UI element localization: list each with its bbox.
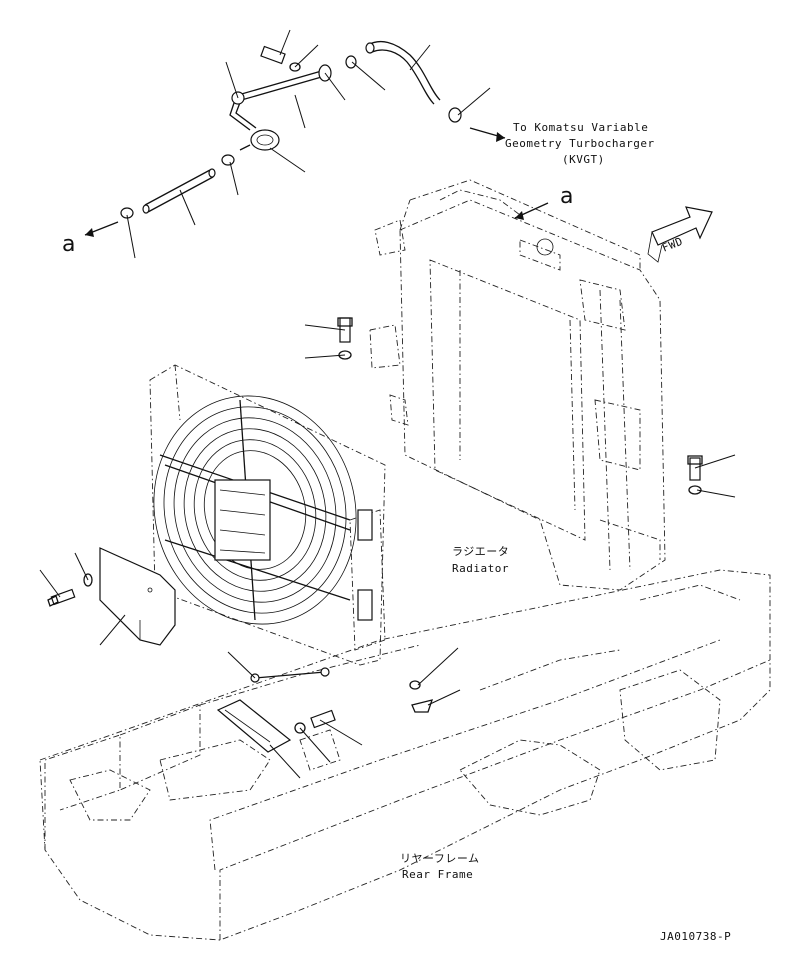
rear-frame-label-jp: リヤーフレーム — [400, 852, 480, 865]
radiator-bolts — [337, 317, 703, 495]
ref-a-top: a — [560, 184, 573, 209]
leader-lines — [39, 29, 736, 779]
radiator-label-en: Radiator — [452, 562, 509, 575]
bracket-and-bolts — [216, 667, 433, 753]
labels: To Komatsu Variable Geometry Turbocharge… — [62, 121, 731, 943]
rear-frame — [39, 569, 771, 941]
drawing-number: JA010738-P — [660, 930, 731, 943]
pipe-hose-assembly — [120, 41, 462, 219]
radiator-label-jp: ラジエータ — [452, 545, 509, 558]
ref-a-left: a — [62, 232, 75, 257]
arrows — [84, 127, 549, 237]
fan-cover-plate — [47, 547, 176, 646]
radiator — [369, 179, 666, 591]
turbo-label-line1: To Komatsu Variable — [513, 121, 648, 134]
fwd-arrow-icon — [647, 206, 713, 263]
turbo-label-line3: (KVGT) — [562, 153, 605, 166]
turbo-label-line2: Geometry Turbocharger — [505, 137, 655, 150]
rear-frame-label-en: Rear Frame — [402, 868, 473, 881]
cooler-fan-assembly — [149, 364, 386, 666]
